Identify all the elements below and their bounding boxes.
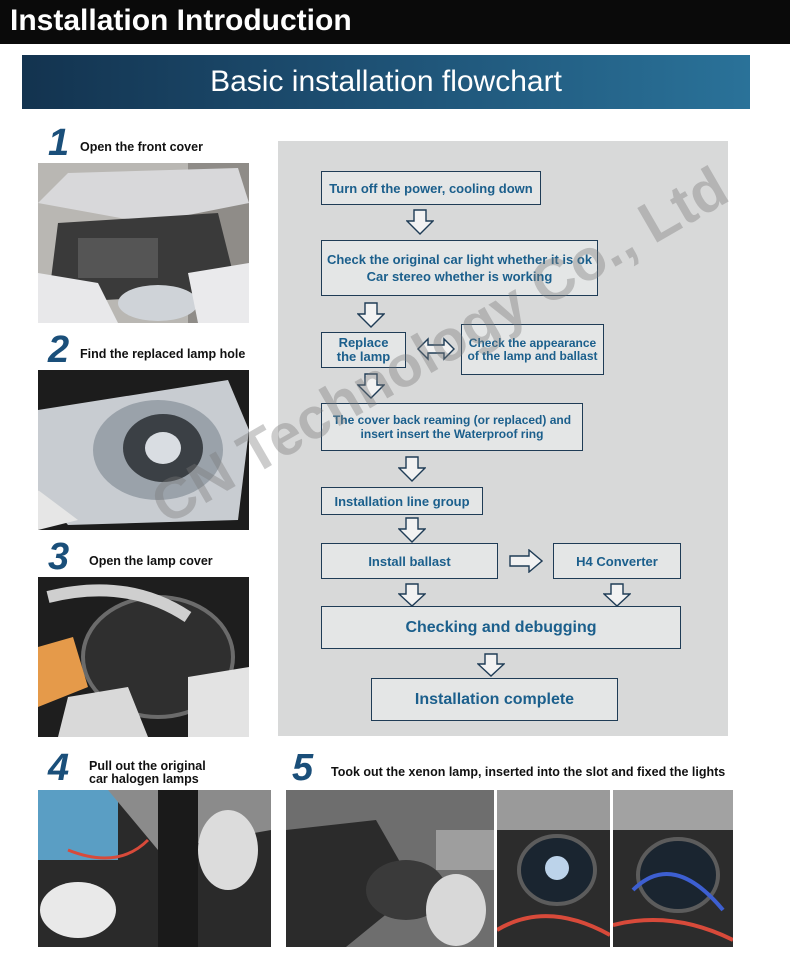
arrow-down-5-icon	[398, 517, 426, 543]
flow-step-replace-lamp: Replace the lamp	[321, 332, 406, 368]
step-3-label: Open the lamp cover	[89, 554, 213, 568]
step-1-label: Open the front cover	[80, 140, 203, 154]
step-5-photo-a	[286, 790, 494, 947]
flowchart-banner: Basic installation flowchart	[22, 55, 750, 109]
step-1-photo	[38, 163, 249, 323]
flow-step-complete: Installation complete	[371, 678, 618, 721]
flow-step-cover-back: The cover back reaming (or replaced) and…	[321, 403, 583, 451]
step-5-photo-b	[497, 790, 610, 947]
flow-step-h4-converter: H4 Converter	[553, 543, 681, 579]
step-5-number: 5	[292, 747, 314, 789]
step-3-photo	[38, 577, 249, 737]
flow-step-check-appearance: Check the appearance of the lamp and bal…	[461, 324, 604, 375]
step-4-label: Pull out the original car halogen lamps	[89, 759, 206, 786]
step-2-number: 2	[48, 329, 70, 371]
flow-step-power-off: Turn off the power, cooling down	[321, 171, 541, 205]
arrow-double-horizontal-icon	[417, 337, 455, 361]
arrow-down-4-icon	[398, 456, 426, 482]
step-5-photo-c	[613, 790, 733, 947]
arrow-down-6-icon	[398, 583, 426, 607]
arrow-down-8-icon	[477, 653, 505, 677]
flow-step-check-light: Check the original car light whether it …	[321, 240, 598, 296]
arrow-down-2-icon	[357, 302, 385, 328]
flow-step-line-group: Installation line group	[321, 487, 483, 515]
flow-step-checking: Checking and debugging	[321, 606, 681, 649]
step-5-label: Took out the xenon lamp, inserted into t…	[331, 765, 726, 779]
step-4-number: 4	[48, 747, 70, 789]
step-1-number: 1	[48, 122, 70, 164]
arrow-down-1-icon	[406, 209, 434, 235]
arrow-right-icon	[509, 549, 543, 573]
banner-title: Basic installation flowchart	[210, 65, 562, 98]
page-header: Installation Introduction	[0, 0, 790, 44]
step-3-number: 3	[48, 536, 70, 578]
arrow-down-3-icon	[357, 373, 385, 399]
step-2-photo	[38, 370, 249, 530]
page-title: Installation Introduction	[10, 4, 352, 37]
step-4-photo	[38, 790, 271, 947]
flow-step-install-ballast: Install ballast	[321, 543, 498, 579]
arrow-down-7-icon	[603, 583, 631, 607]
step-2-label: Find the replaced lamp hole	[80, 347, 246, 361]
